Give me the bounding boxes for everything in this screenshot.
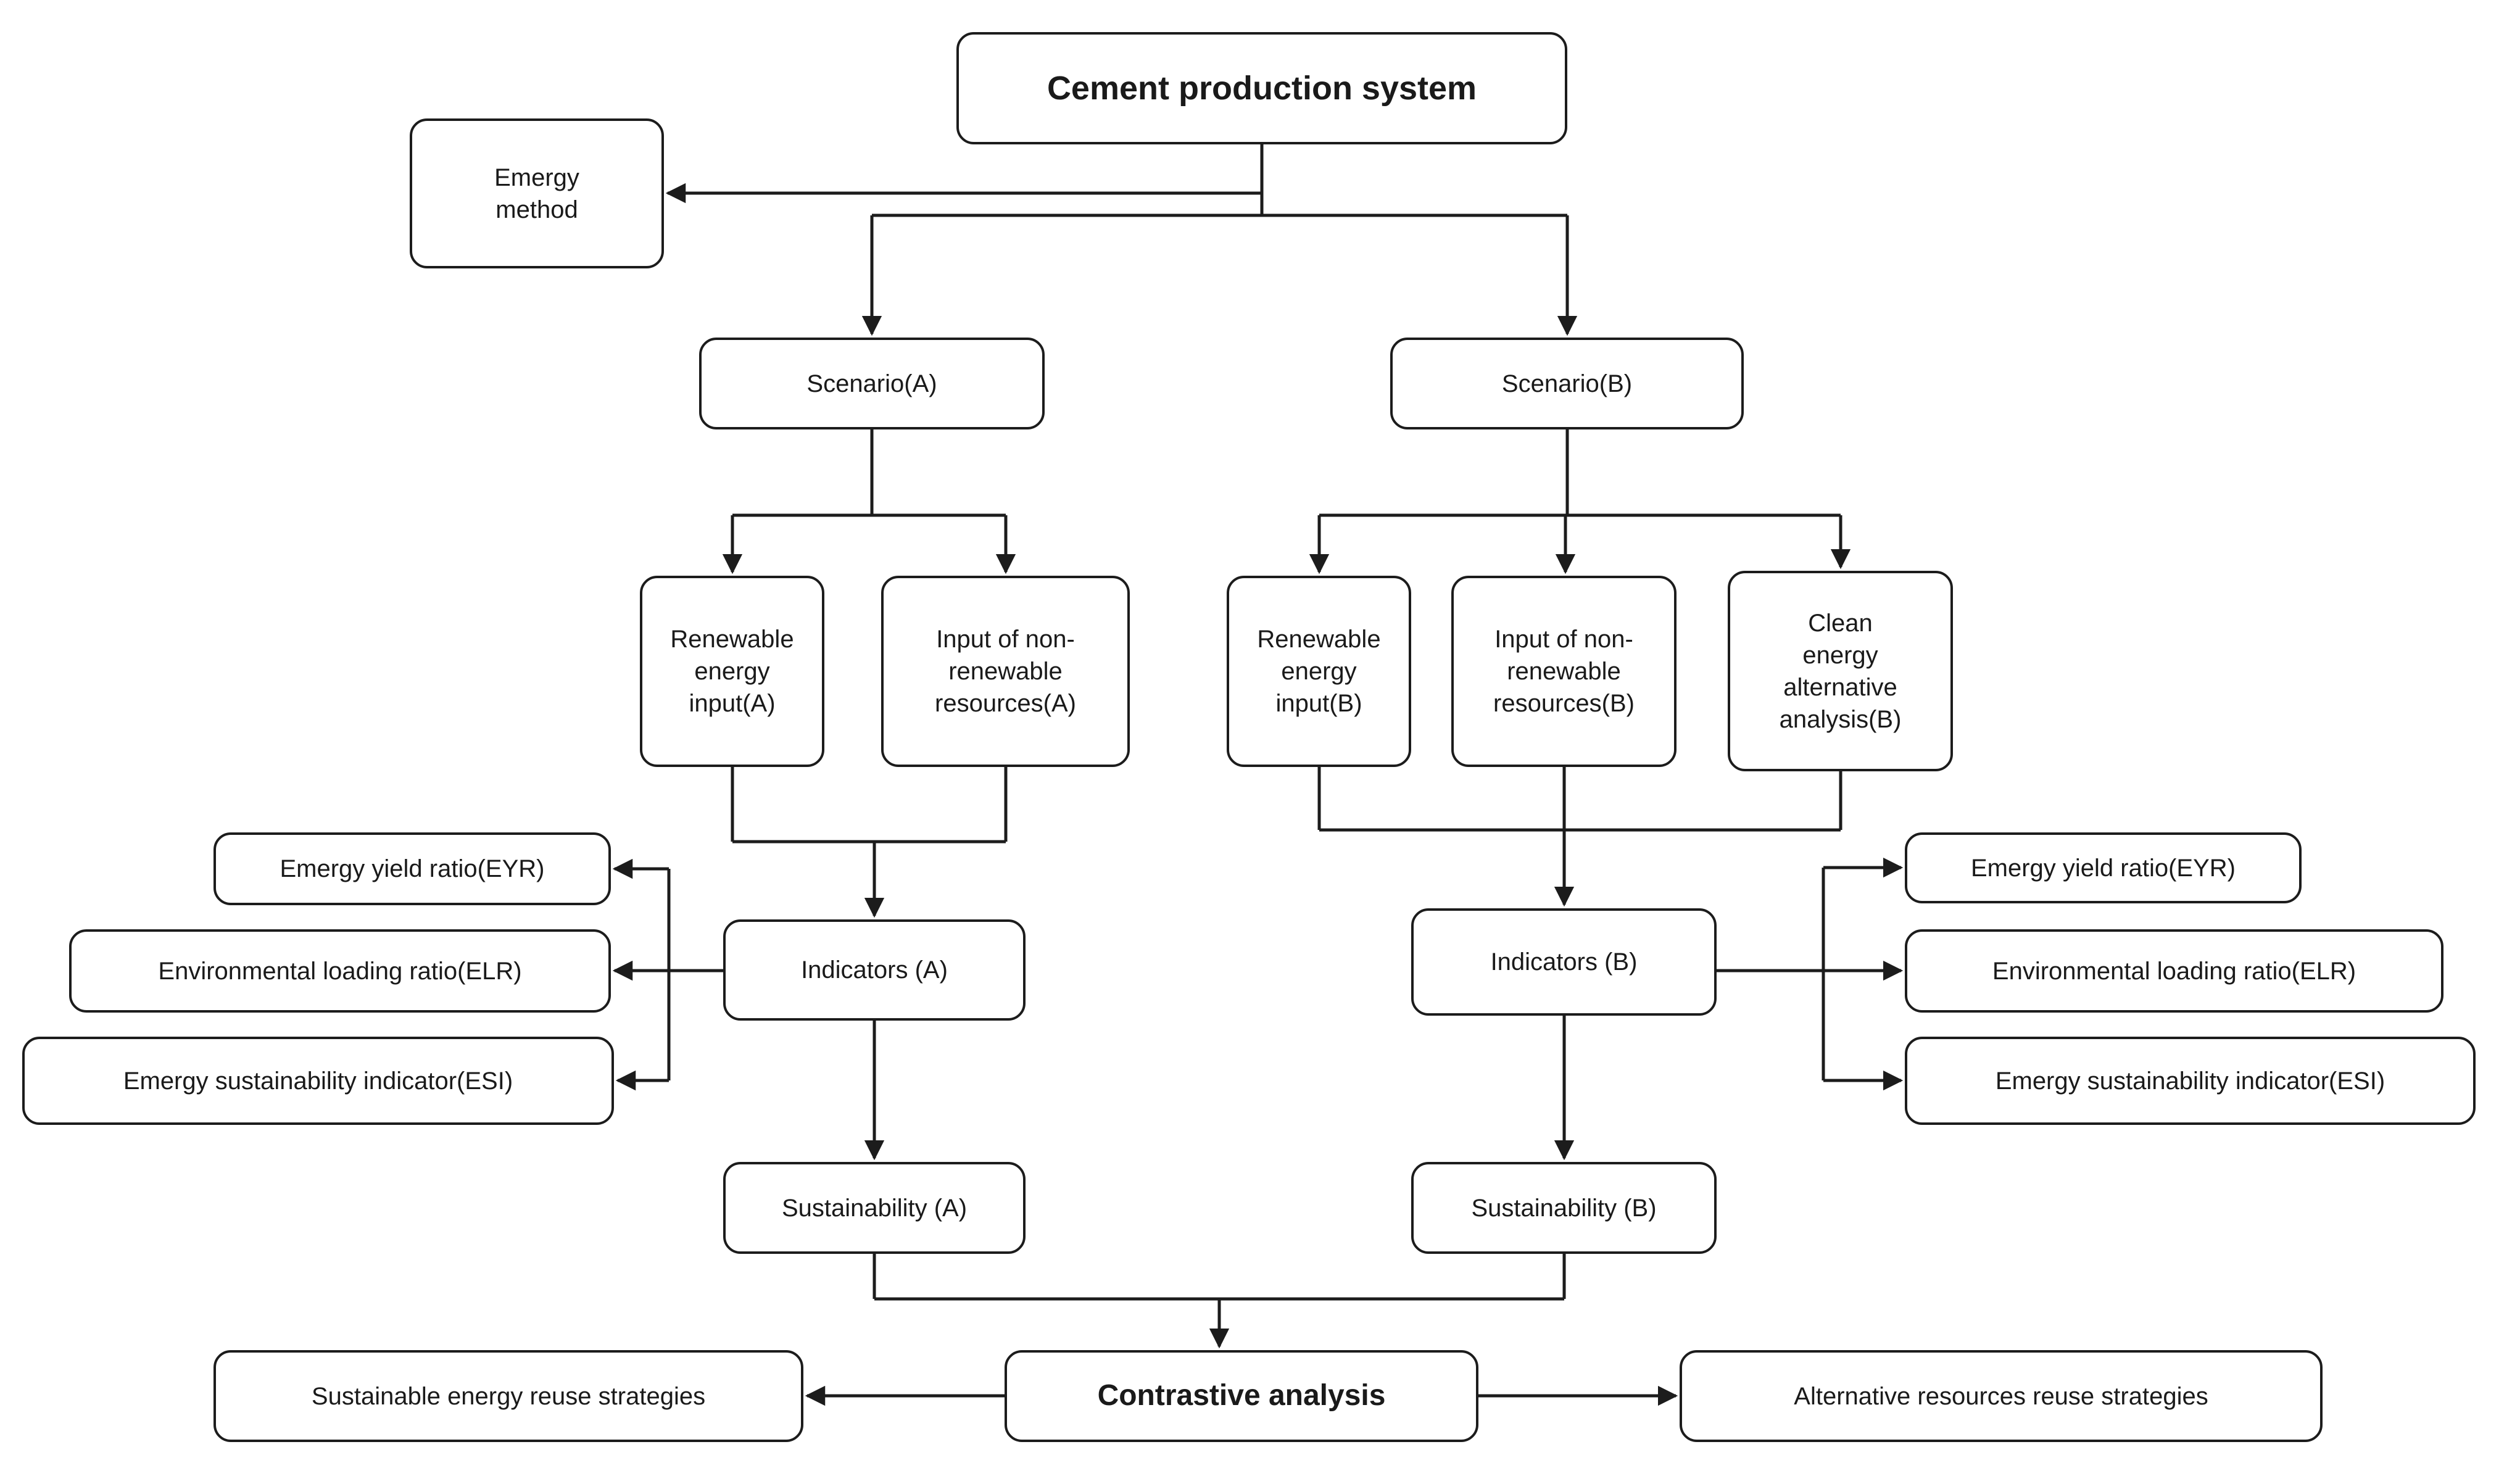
node-label: Emergy sustainability indicator(ESI) — [123, 1067, 513, 1095]
node-renewable-energy-input-a: Renewable energy input(A) — [640, 576, 824, 767]
node-emergy-method: Emergy method — [410, 118, 664, 268]
node-indicators-b: Indicators (B) — [1411, 908, 1717, 1016]
node-label: Clean energy alternative analysis(B) — [1779, 609, 1902, 733]
node-indicators-a: Indicators (A) — [723, 919, 1026, 1021]
node-contrastive-analysis: Contrastive analysis — [1005, 1350, 1478, 1442]
node-label: Emergy yield ratio(EYR) — [1970, 854, 2236, 882]
node-scenario-b: Scenario(B) — [1390, 338, 1744, 429]
node-scenario-a: Scenario(A) — [699, 338, 1045, 429]
node-label: Environmental loading ratio(ELR) — [1992, 957, 2356, 985]
node-sustainability-a: Sustainability (A) — [723, 1162, 1026, 1254]
node-label: Contrastive analysis — [1097, 1379, 1386, 1412]
node-sustainable-energy-reuse-strategies: Sustainable energy reuse strategies — [213, 1350, 803, 1442]
node-label: Sustainability (A) — [781, 1194, 968, 1222]
node-environmental-loading-ratio-left: Environmental loading ratio(ELR) — [69, 929, 611, 1013]
node-label: Input of non-renewable resources(A) — [935, 626, 1076, 717]
node-renewable-energy-input-b: Renewable energy input(B) — [1227, 576, 1411, 767]
node-label: Cement production system — [1047, 69, 1477, 107]
node-label: Sustainability (B) — [1471, 1194, 1657, 1222]
node-emergy-yield-ratio-left: Emergy yield ratio(EYR) — [213, 832, 611, 905]
node-label: Indicators (A) — [801, 956, 948, 984]
node-label: Renewable energy input(A) — [670, 626, 794, 717]
node-emergy-sustainability-indicator-right: Emergy sustainability indicator(ESI) — [1905, 1037, 2476, 1125]
node-label: Emergy method — [494, 164, 579, 223]
node-emergy-yield-ratio-right: Emergy yield ratio(EYR) — [1905, 832, 2302, 903]
node-label: Sustainable energy reuse strategies — [311, 1382, 706, 1410]
node-label: Alternative resources reuse strategies — [1794, 1382, 2208, 1410]
node-label: Indicators (B) — [1490, 948, 1638, 976]
node-label: Scenario(A) — [806, 370, 937, 397]
node-label: Emergy yield ratio(EYR) — [280, 855, 545, 882]
node-cement-production-system: Cement production system — [956, 32, 1567, 144]
node-sustainability-b: Sustainability (B) — [1411, 1162, 1717, 1254]
node-input-of-non-renewable-resources-b: Input of non-renewable resources(B) — [1451, 576, 1677, 767]
node-alternative-resources-reuse-strategies: Alternative resources reuse strategies — [1680, 1350, 2323, 1442]
node-label: Scenario(B) — [1501, 370, 1633, 397]
node-environmental-loading-ratio-right: Environmental loading ratio(ELR) — [1905, 929, 2443, 1013]
node-label: Emergy sustainability indicator(ESI) — [1995, 1067, 2385, 1095]
node-label: Environmental loading ratio(ELR) — [158, 957, 522, 985]
node-clean-energy-alternative-analysis-b: Clean energy alternative analysis(B) — [1728, 571, 1953, 771]
node-emergy-sustainability-indicator-left: Emergy sustainability indicator(ESI) — [22, 1037, 614, 1125]
node-input-of-non-renewable-resources-a: Input of non-renewable resources(A) — [881, 576, 1130, 767]
node-label: Renewable energy input(B) — [1257, 626, 1381, 717]
node-label: Input of non-renewable resources(B) — [1493, 626, 1635, 717]
